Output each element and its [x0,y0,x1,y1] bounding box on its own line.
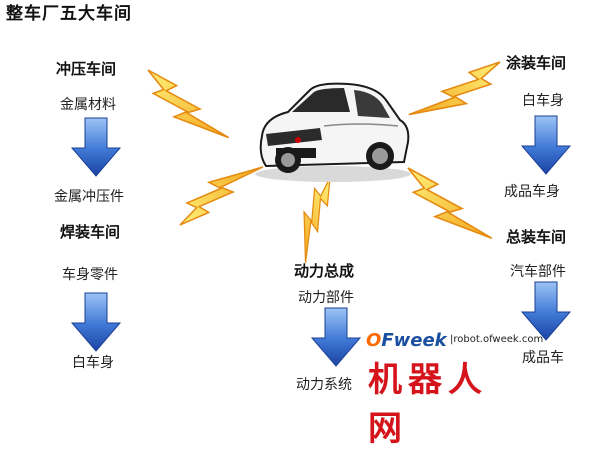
ofweek-logo: OFweek [366,330,447,351]
logo-o: O [366,330,382,351]
workshop-stamping-input: 金属材料 [60,97,116,113]
workshop-stamping-title: 冲压车间 [56,60,117,78]
diagram-canvas: 整车厂五大车间 冲压车间 金属材料 金属冲压件 焊装车间 车身零件 白车身 动力… [6,4,571,449]
arrow-welding [71,292,121,352]
workshop-powertrain-title: 动力总成 [294,262,355,280]
bolt-bottom-left [179,159,264,233]
workshop-painting-input: 白车身 [522,93,564,109]
logo-rest: Fweek [381,330,447,351]
workshop-assembly-title: 总装车间 [506,228,567,246]
workshop-welding-title: 焊装车间 [60,223,121,241]
arrow-stamping [71,117,121,177]
bolt-top-left [147,69,230,139]
workshop-welding-output: 白车身 [72,355,114,371]
diagram-graphics [71,47,571,367]
bolt-bottom-right [407,167,493,240]
page-title: 整车厂五大车间 [6,4,132,24]
workshop-stamping-output: 金属冲压件 [54,189,124,205]
ofweek-watermark: OFweek |robot.ofweek.com 机器人网 [366,330,543,449]
arrow-painting [521,115,571,175]
arrow-assembly [521,281,571,341]
workshop-powertrain-input: 动力部件 [298,290,354,306]
bolt-top-right [408,47,501,130]
car-icon [255,82,411,182]
workshop-painting-output: 成品车身 [504,184,560,200]
workshop-painting-title: 涂装车间 [506,54,567,72]
watermark-url: |robot.ofweek.com [450,334,544,345]
workshop-welding-input: 车身零件 [62,267,118,283]
watermark-site-name: 机器人网 [368,360,488,449]
workshop-assembly-input: 汽车部件 [510,264,566,280]
workshop-powertrain-output: 动力系统 [296,377,352,393]
bolt-bottom-center [280,177,356,264]
workshop-assembly-output: 成品车 [522,350,564,366]
arrow-powertrain [311,307,361,367]
